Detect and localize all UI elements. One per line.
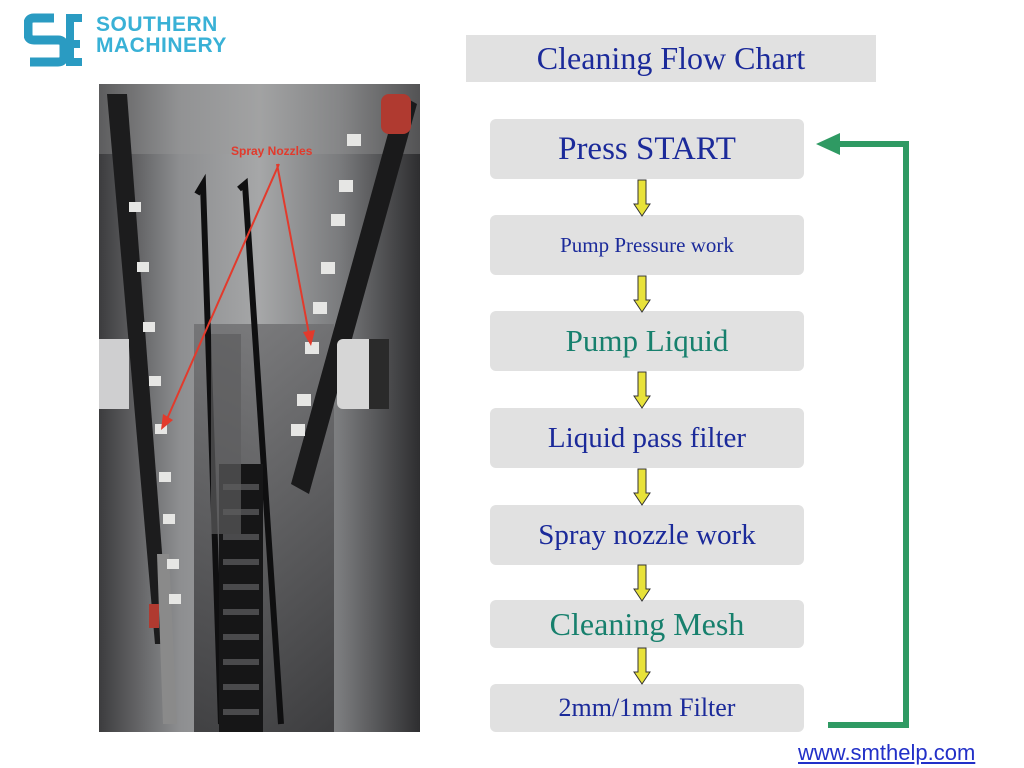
step-liquid-pass-filter: Liquid pass filter — [490, 408, 804, 468]
brand-line-1: SOUTHERN — [96, 13, 218, 36]
page-title: Cleaning Flow Chart — [466, 35, 876, 82]
down-arrow-icon — [633, 564, 651, 602]
down-arrow-icon — [633, 647, 651, 685]
down-arrow-icon — [633, 468, 651, 506]
step-pump-pressure-work: Pump Pressure work — [490, 215, 804, 275]
step-pump-liquid: Pump Liquid — [490, 311, 804, 371]
website-link[interactable]: www.smthelp.com — [798, 740, 976, 765]
step-cleaning-mesh: Cleaning Mesh — [490, 600, 804, 648]
loop-back-arrow-icon — [816, 133, 909, 728]
brand-name: SOUTHERN MACHINERY — [96, 14, 227, 56]
down-arrow-icon — [633, 275, 651, 313]
step-filter: 2mm/1mm Filter — [490, 684, 804, 732]
sm-logo-icon — [24, 13, 82, 67]
down-arrow-icon — [633, 179, 651, 217]
step-press-start: Press START — [490, 119, 804, 179]
spray-nozzles-label: Spray Nozzles — [231, 144, 313, 158]
down-arrow-icon — [633, 371, 651, 409]
cleaning-chamber-photo — [99, 84, 420, 732]
brand-line-2: MACHINERY — [96, 34, 227, 57]
step-spray-nozzle-work: Spray nozzle work — [490, 505, 804, 565]
